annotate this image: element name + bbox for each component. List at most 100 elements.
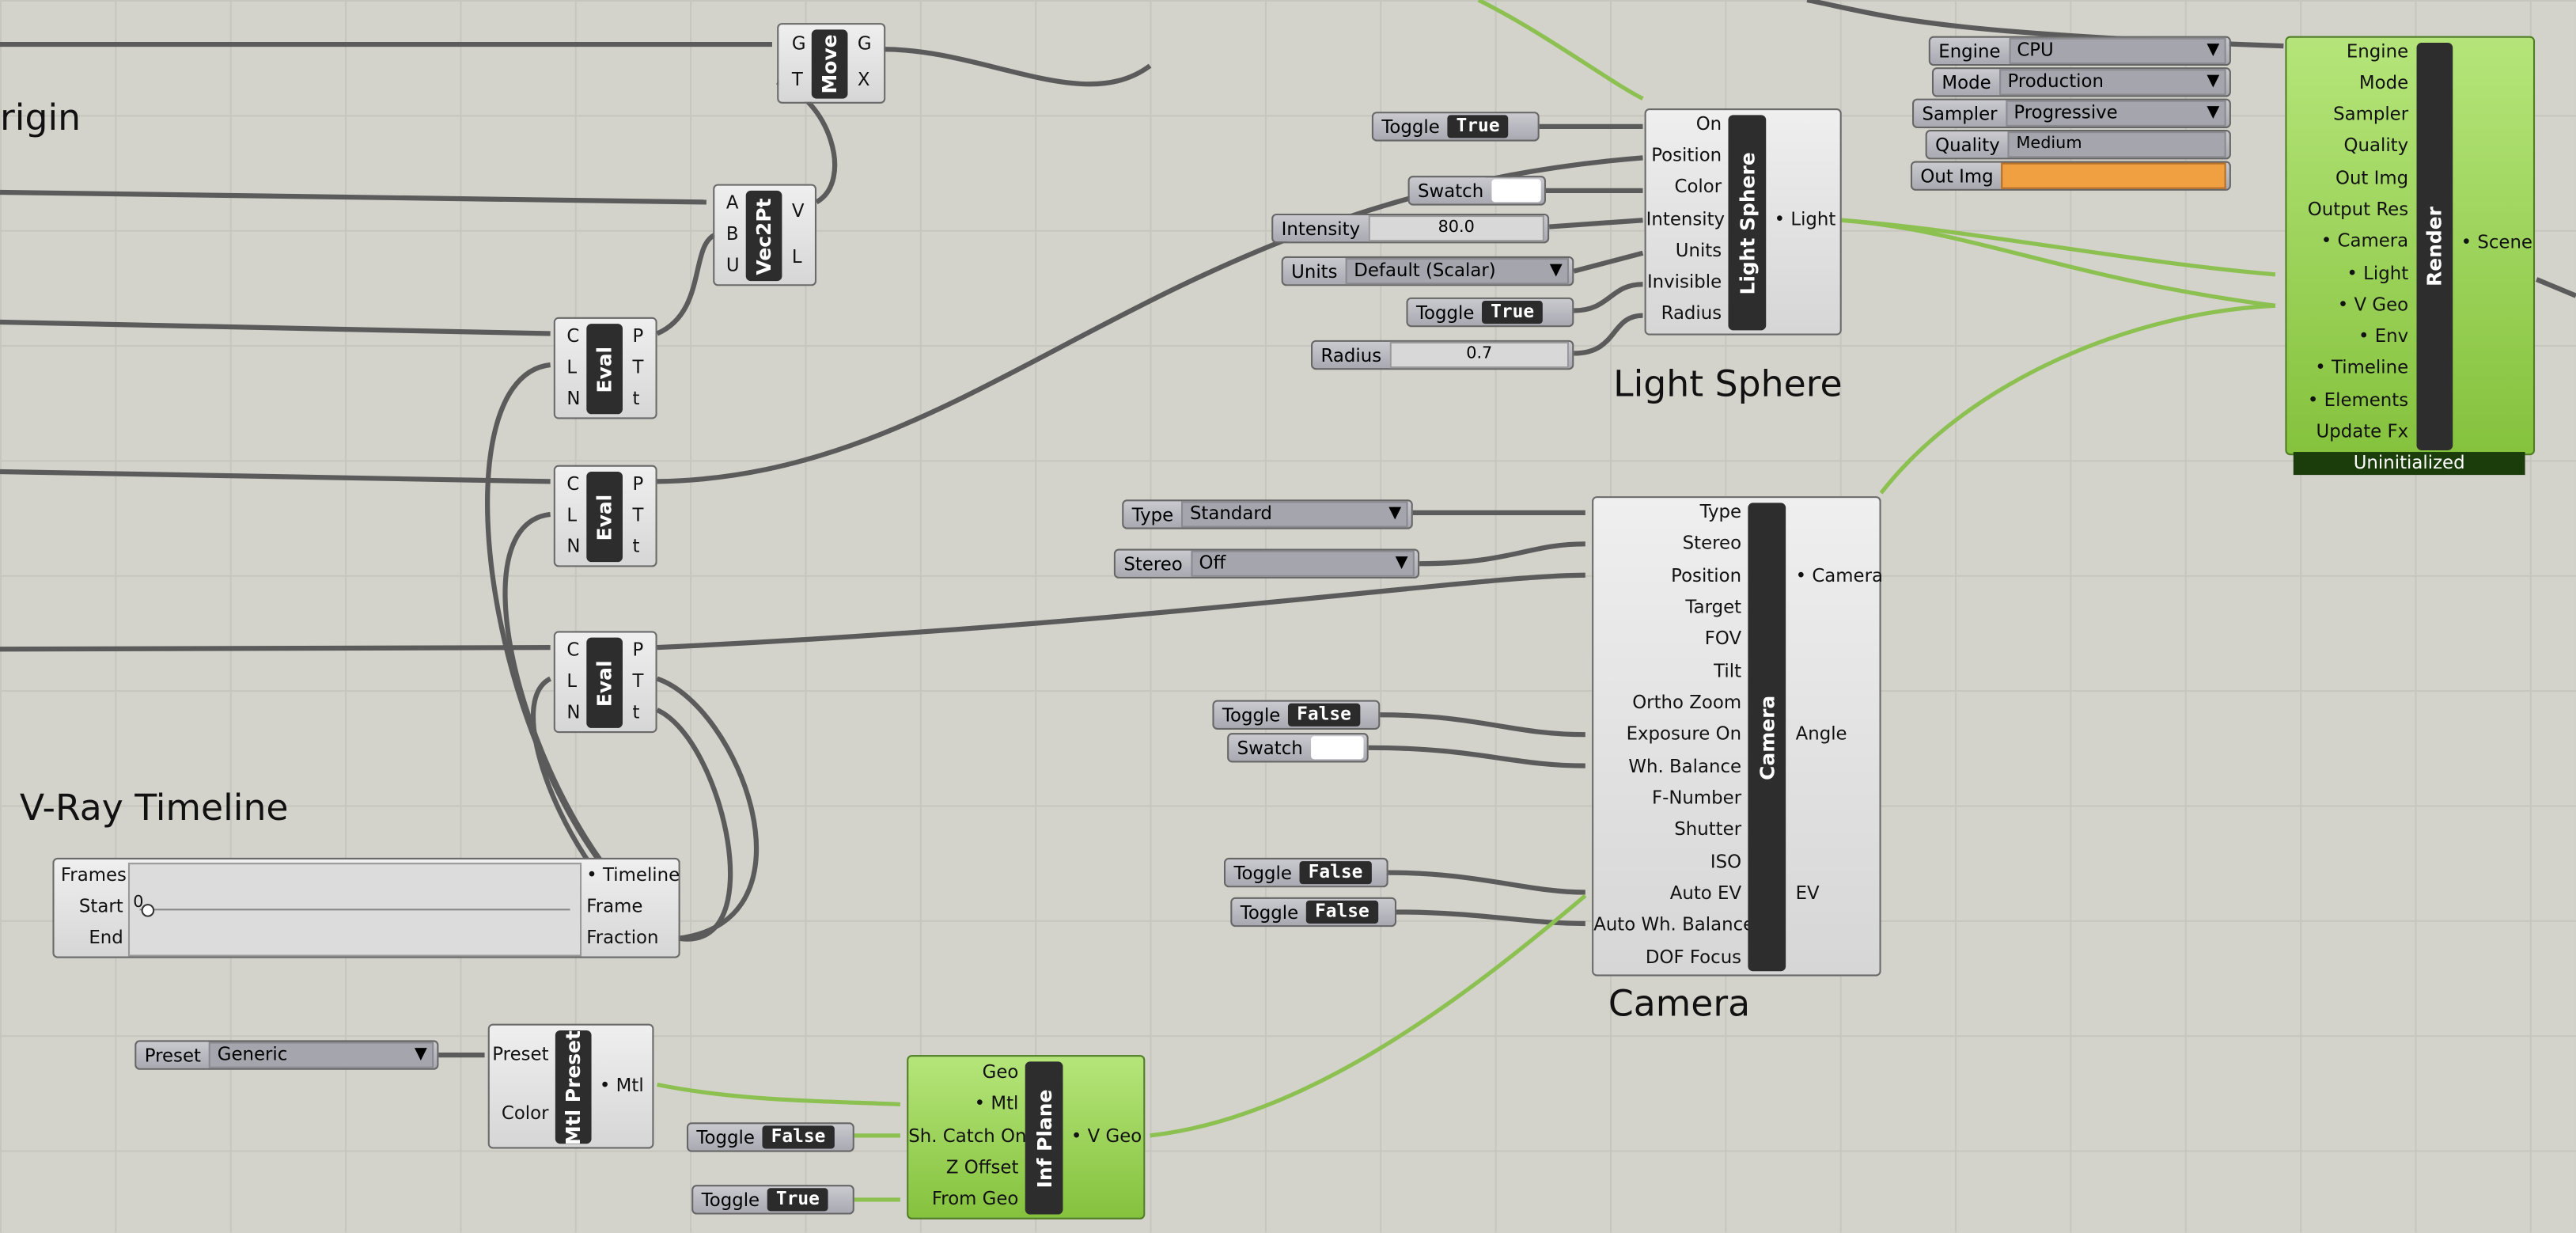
toggle-value[interactable]: False xyxy=(763,1125,834,1149)
dropdown-value[interactable]: Default (Scalar) xyxy=(1345,258,1570,285)
mtl-preset-component[interactable]: Preset Color Mtl Preset • Mtl xyxy=(487,1023,654,1149)
eval-input-c[interactable]: C xyxy=(566,473,580,495)
swatch-color[interactable] xyxy=(1311,736,1364,760)
eval-output-p[interactable]: P xyxy=(632,639,644,661)
camera-input-iso[interactable]: ISO xyxy=(1710,851,1742,873)
mtl-input-color[interactable]: Color xyxy=(501,1102,549,1125)
eval-input-c[interactable]: C xyxy=(566,639,580,661)
light-input-invisible[interactable]: Invisible xyxy=(1646,271,1722,293)
camera-input-target[interactable]: Target xyxy=(1685,596,1742,618)
light-input-intensity[interactable]: Intensity xyxy=(1646,208,1726,230)
move-input-t[interactable]: T xyxy=(791,69,803,91)
render-input-timeline[interactable]: • Timeline xyxy=(2315,356,2409,378)
timeline-input-end[interactable]: End xyxy=(89,927,123,949)
camera-wb-swatch[interactable]: Swatch xyxy=(1227,733,1369,763)
render-input-elements[interactable]: • Elements xyxy=(2307,389,2409,412)
camera-input-auto-ev[interactable]: Auto EV xyxy=(1669,882,1742,905)
light-input-units[interactable]: Units xyxy=(1675,240,1722,262)
light-output-light[interactable]: • Light xyxy=(1774,208,1836,230)
light-sphere-component[interactable]: On Position Color Intensity Units Invisi… xyxy=(1644,108,1842,336)
camera-input-fov[interactable]: FOV xyxy=(1704,628,1742,650)
render-input-camera[interactable]: • Camera xyxy=(2320,230,2409,252)
move-output-g[interactable]: G xyxy=(857,32,872,55)
inf-input-geo[interactable]: Geo xyxy=(982,1061,1019,1083)
light-units-dropdown[interactable]: Units Default (Scalar) xyxy=(1281,256,1574,286)
inf-input-shadow-catch[interactable]: Sh. Catch On xyxy=(908,1125,1027,1148)
move-input-g[interactable]: G xyxy=(791,32,806,55)
render-component[interactable]: Engine Mode Sampler Quality Out Img Outp… xyxy=(2285,36,2536,456)
vec2pt-input-a[interactable]: A xyxy=(725,192,739,214)
light-input-color[interactable]: Color xyxy=(1674,176,1722,198)
camera-input-tilt[interactable]: Tilt xyxy=(1714,660,1742,682)
toggle-value[interactable]: False xyxy=(1306,900,1378,924)
inf-plane-component[interactable]: Geo • Mtl Sh. Catch On Z Offset From Geo… xyxy=(907,1055,1146,1220)
camera-output-camera[interactable]: • Camera xyxy=(1795,565,1883,587)
dropdown-value[interactable]: Production xyxy=(1999,69,2226,96)
render-input-engine[interactable]: Engine xyxy=(2346,40,2409,63)
inf-output-v-geo[interactable]: • V Geo xyxy=(1070,1125,1142,1148)
camera-input-position[interactable]: Position xyxy=(1671,565,1742,587)
render-input-env[interactable]: • Env xyxy=(2358,325,2409,347)
move-output-x[interactable]: X xyxy=(857,69,870,91)
light-input-on[interactable]: On xyxy=(1695,113,1722,135)
inf-input-from-geo[interactable]: From Geo xyxy=(931,1188,1019,1210)
slider-value[interactable]: 0.7 xyxy=(1389,341,1570,369)
camera-input-ortho-zoom[interactable]: Ortho Zoom xyxy=(1632,692,1742,714)
camera-input-wh-balance[interactable]: Wh. Balance xyxy=(1628,756,1742,778)
inf-plane-from-geo-toggle[interactable]: Toggle True xyxy=(691,1185,854,1215)
dropdown-value[interactable]: Generic xyxy=(209,1041,434,1068)
eval-input-n[interactable]: N xyxy=(566,388,581,410)
mtl-output-mtl[interactable]: • Mtl xyxy=(599,1075,644,1097)
inf-plane-shadow-toggle[interactable]: Toggle False xyxy=(686,1122,854,1152)
light-input-radius[interactable]: Radius xyxy=(1661,302,1722,324)
render-input-update-fx[interactable]: Update Fx xyxy=(2316,420,2409,442)
render-quality-dropdown[interactable]: Quality Medium xyxy=(1925,130,2231,160)
eval-output-t[interactable]: T xyxy=(632,356,644,378)
camera-input-stereo[interactable]: Stereo xyxy=(1682,532,1742,554)
vec2pt-component[interactable]: A B U Vec2Pt V L xyxy=(713,184,817,286)
render-input-v-geo[interactable]: • V Geo xyxy=(2337,294,2409,316)
camera-exposure-toggle[interactable]: Toggle False xyxy=(1212,700,1381,730)
render-input-quality[interactable]: Quality xyxy=(2343,135,2409,157)
toggle-value[interactable]: True xyxy=(1448,115,1508,138)
mtl-input-preset[interactable]: Preset xyxy=(492,1043,549,1065)
timeline-output-timeline[interactable]: • Timeline xyxy=(586,864,680,886)
eval-output-p[interactable]: P xyxy=(632,473,644,495)
toggle-value[interactable]: False xyxy=(1300,861,1371,885)
move-component[interactable]: G T Move G X xyxy=(777,23,886,104)
render-input-light[interactable]: • Light xyxy=(2347,263,2409,285)
out-img-value[interactable] xyxy=(2001,162,2226,189)
eval-input-l[interactable]: L xyxy=(566,670,578,692)
eval-output-t-lower[interactable]: t xyxy=(632,535,640,557)
vec2pt-input-u[interactable]: U xyxy=(725,254,740,276)
eval-output-t-lower[interactable]: t xyxy=(632,701,640,723)
eval-input-l[interactable]: L xyxy=(566,356,578,378)
camera-auto-wb-toggle[interactable]: Toggle False xyxy=(1230,897,1397,928)
vec2pt-output-l[interactable]: L xyxy=(791,246,802,268)
dropdown-value[interactable]: Progressive xyxy=(2005,100,2226,127)
dropdown-value[interactable]: Off xyxy=(1191,550,1415,577)
camera-input-exposure-on[interactable]: Exposure On xyxy=(1626,723,1742,745)
render-input-output-res[interactable]: Output Res xyxy=(2307,199,2409,221)
render-out-img-param[interactable]: Out Img xyxy=(1910,161,2231,191)
timeline-input-start[interactable]: Start xyxy=(78,895,123,917)
eval-input-c[interactable]: C xyxy=(566,325,580,347)
render-input-sampler[interactable]: Sampler xyxy=(2333,103,2409,125)
vray-timeline-component[interactable]: Frames Start End 0 • Timeline Frame Frac… xyxy=(52,857,680,958)
dropdown-value[interactable]: Standard xyxy=(1181,501,1408,528)
eval-output-t[interactable]: T xyxy=(632,670,644,692)
vec2pt-output-v[interactable]: V xyxy=(791,200,805,222)
eval-output-t[interactable]: T xyxy=(632,504,644,526)
camera-input-auto-wh-balance[interactable]: Auto Wh. Balance xyxy=(1593,913,1755,935)
swatch-color[interactable] xyxy=(1491,179,1541,203)
toggle-value[interactable]: True xyxy=(767,1188,828,1212)
camera-auto-ev-toggle[interactable]: Toggle False xyxy=(1223,857,1388,888)
render-output-scene[interactable]: • Scene xyxy=(2460,231,2532,253)
camera-output-ev[interactable]: EV xyxy=(1795,882,1820,905)
eval-component-3[interactable]: C L N Eval P T t xyxy=(553,631,657,734)
timeline-output-frame[interactable]: Frame xyxy=(586,895,643,917)
render-engine-dropdown[interactable]: Engine CPU xyxy=(1928,36,2231,66)
timeline-slider-area[interactable]: 0 xyxy=(127,863,582,957)
inf-input-mtl[interactable]: • Mtl xyxy=(974,1092,1019,1114)
